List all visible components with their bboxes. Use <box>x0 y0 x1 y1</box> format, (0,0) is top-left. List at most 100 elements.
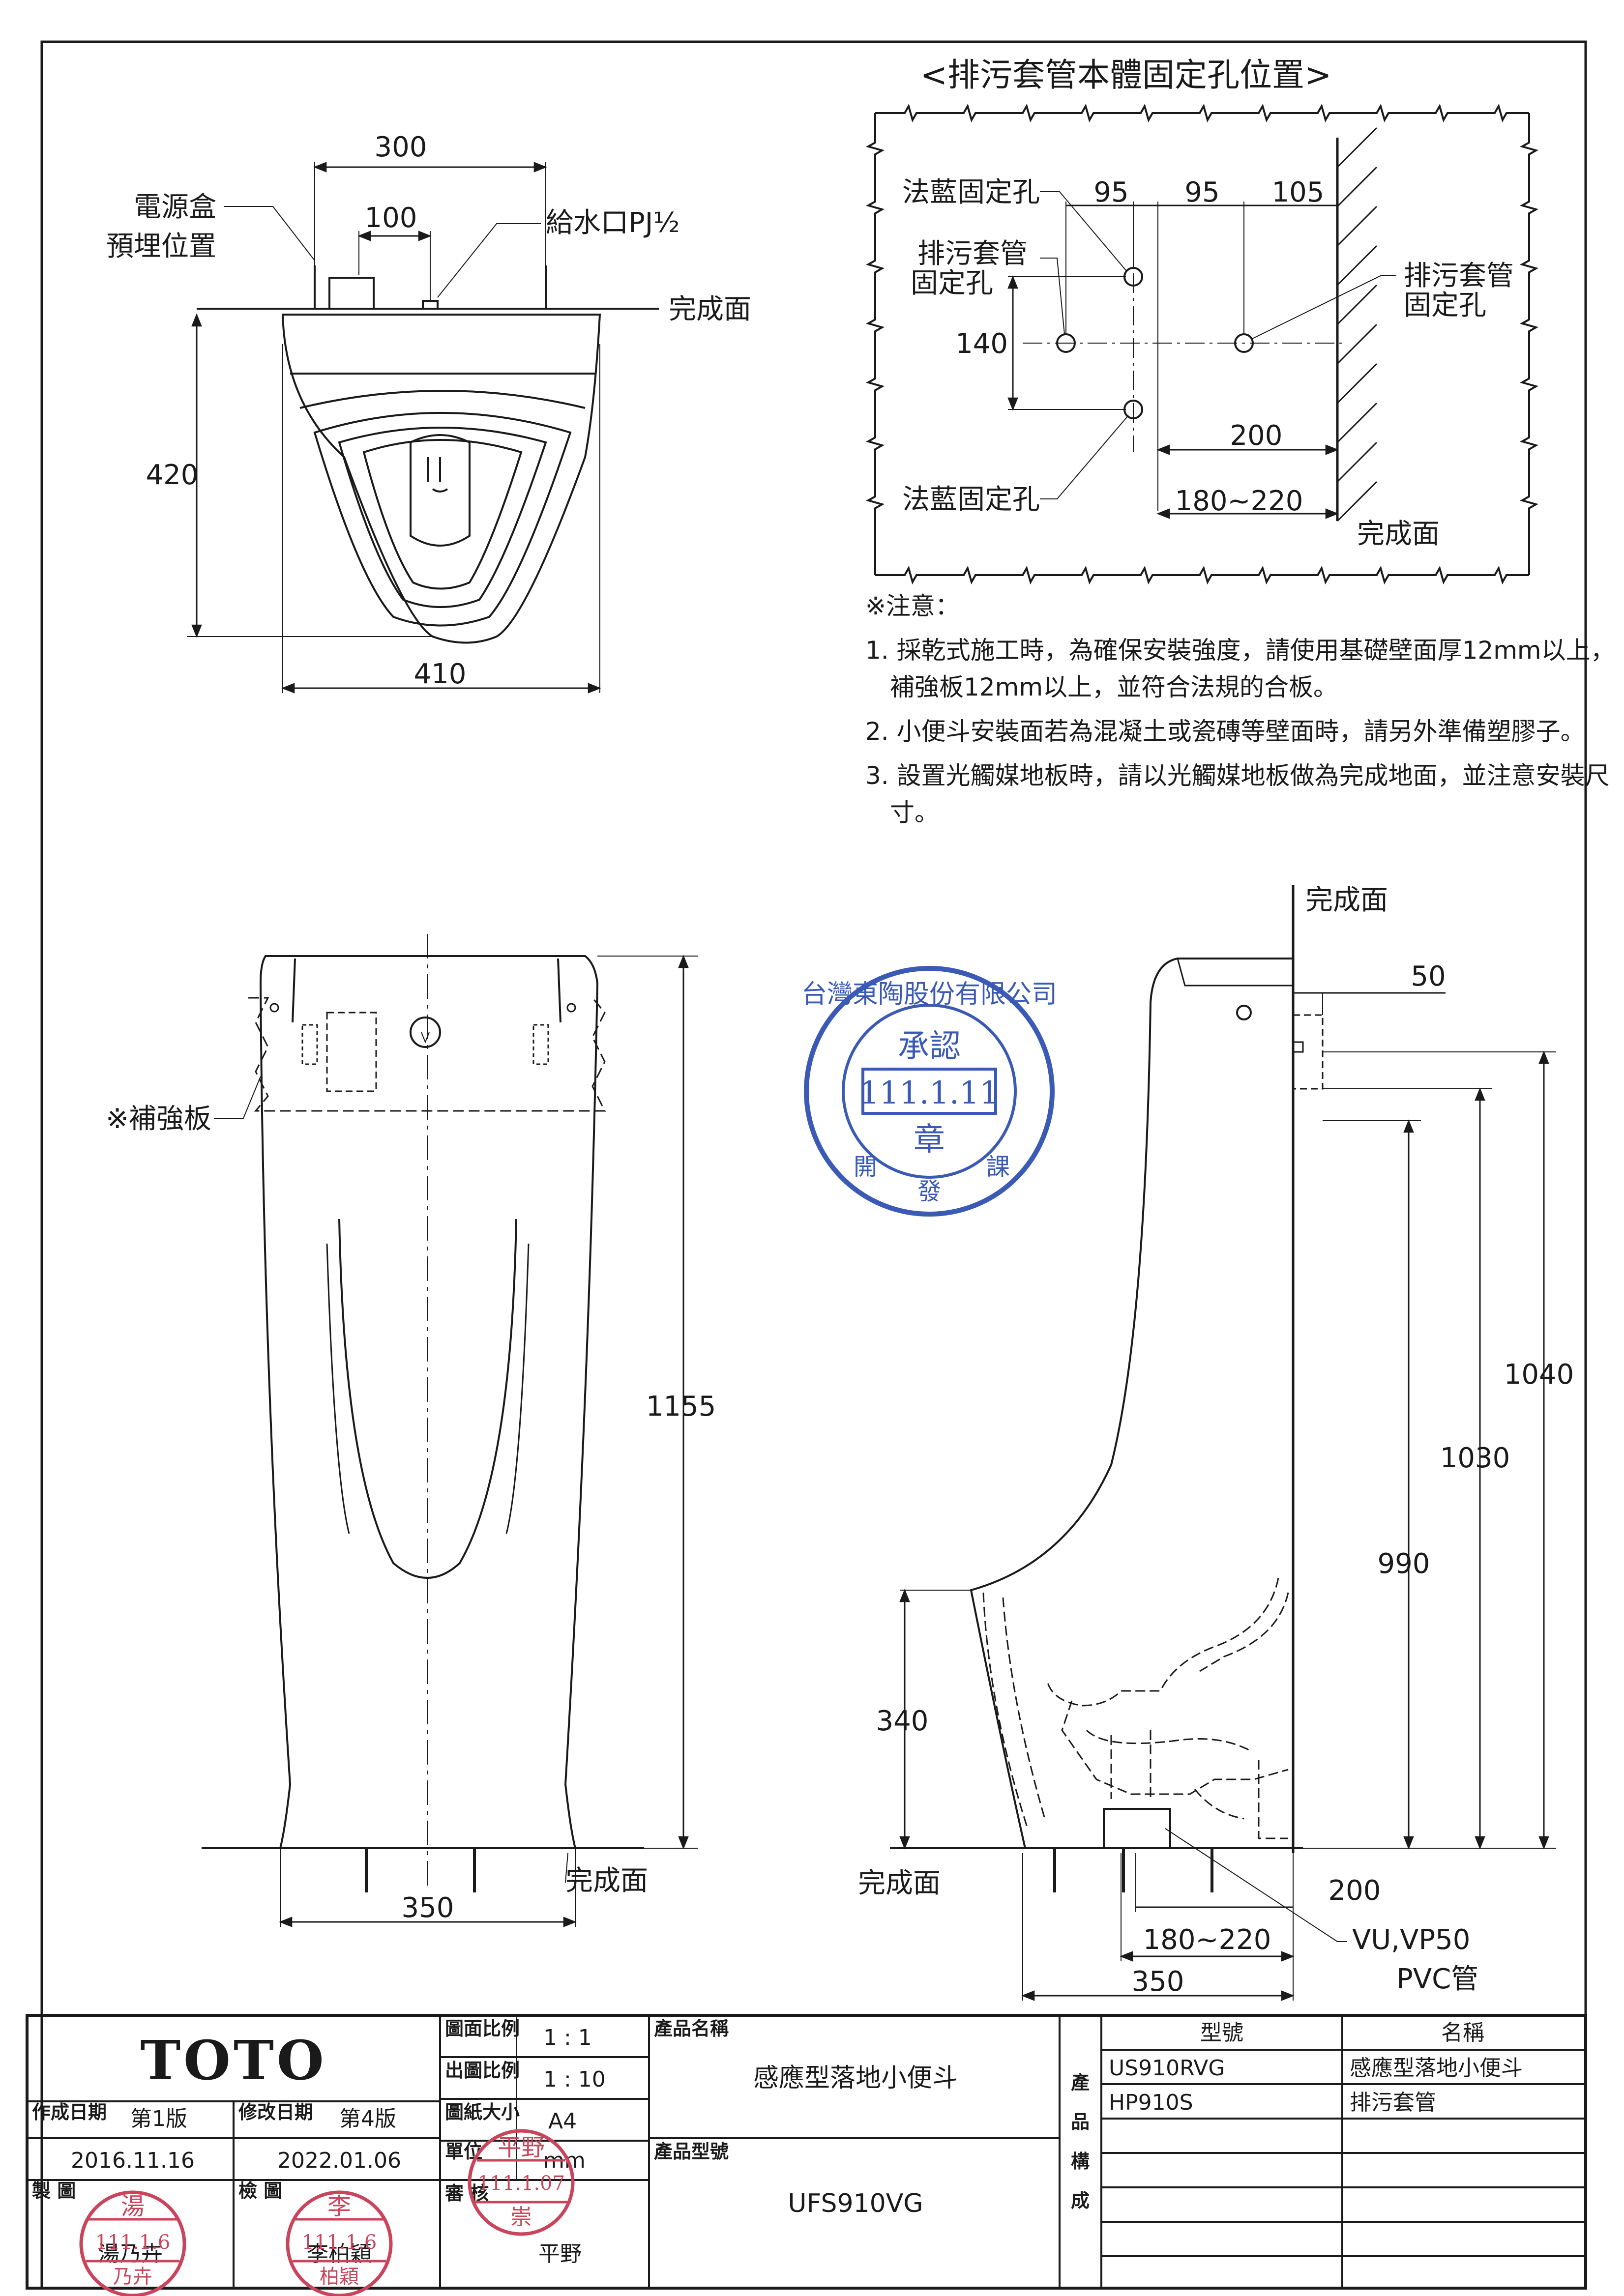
col-name-header: 名稱 <box>1441 2020 1484 2045</box>
checked-seal-bottom: 柏穎 <box>320 2266 359 2288</box>
stamp-ring-text: 台灣東陶股份有限公司 <box>801 980 1057 1009</box>
created-version: 第1版 <box>130 2106 187 2131</box>
note-3a: 3. 設置光觸媒地板時，請以光觸媒地板做為完成地面，並注意安裝尺 <box>865 761 1610 790</box>
composition-char-4: 成 <box>1071 2190 1090 2211</box>
scale-label: 圖面比例 <box>445 2018 520 2039</box>
stamp-center-top: 承認 <box>898 1028 961 1065</box>
detail-dim-95a: 95 <box>1093 176 1128 208</box>
title-block <box>26 2014 1587 2290</box>
stamp-left: 開 <box>854 1153 877 1181</box>
side-dim-990: 990 <box>1378 1548 1430 1580</box>
note-3b: 寸。 <box>890 798 939 827</box>
top-dim-300: 300 <box>375 131 427 163</box>
top-finish-surface: 完成面 <box>669 293 751 325</box>
pipe-label-2: PVC管 <box>1396 1963 1478 1995</box>
top-view <box>187 162 659 694</box>
side-dim-200: 200 <box>1329 1875 1381 1907</box>
detail-dim-140: 140 <box>955 328 1008 360</box>
toto-logo: TOTO <box>140 2029 326 2092</box>
paper-label: 圖紙大小 <box>445 2101 520 2123</box>
review-seal: 平野 111.1.07 崇 <box>468 2129 575 2236</box>
approval-stamp: 台灣東陶股份有限公司 承認 111.1.11 章 開 發 課 <box>801 966 1057 1217</box>
product-model: UFS910VG <box>788 2189 923 2218</box>
stamp-bottom: 發 <box>917 1178 941 1205</box>
product-name-label: 產品名稱 <box>654 2018 729 2039</box>
composition-char-3: 構 <box>1071 2151 1090 2172</box>
review-seal-bottom: 崇 <box>510 2205 532 2230</box>
water-inlet-label: 給水口PJ½ <box>546 207 680 239</box>
notes-heading: ※注意： <box>865 592 960 620</box>
drawn-seal-bottom: 乃卉 <box>113 2266 152 2288</box>
side-dim-1030: 1030 <box>1440 1442 1510 1474</box>
checked-seal-name: 李 <box>327 2193 351 2220</box>
detail-dim-95b: 95 <box>1184 176 1219 208</box>
front-finish-surface: 完成面 <box>565 1865 648 1897</box>
flange-hole-top-label: 法藍固定孔 <box>902 176 1040 208</box>
print-scale-value: 1 : 10 <box>543 2067 606 2092</box>
detail-dim-180-220: 180~220 <box>1175 485 1303 517</box>
drawn-seal: 湯 111.1.6 乃卉 <box>79 2190 186 2296</box>
review-value: 平野 <box>538 2241 582 2267</box>
top-dim-420: 420 <box>146 459 199 491</box>
top-dim-100: 100 <box>365 202 417 234</box>
drain-hole-left-label: 排污套管 <box>917 238 1028 270</box>
drain-hole-right-label: 排污套管 <box>1404 260 1514 292</box>
note-1a: 1. 採乾式施工時，為確保安裝強度，請使用基礎壁面厚12mm以上， <box>865 636 1615 665</box>
stamp-center-bottom: 章 <box>914 1122 945 1158</box>
front-view <box>202 934 698 1927</box>
drawn-seal-date: 111.1.6 <box>95 2231 171 2254</box>
side-dim-350: 350 <box>1132 1966 1184 1998</box>
pipe-label-1: VU,VP50 <box>1352 1924 1470 1956</box>
checked-seal-date: 111.1.6 <box>302 2231 377 2254</box>
product-name: 感應型落地小便斗 <box>753 2063 958 2093</box>
stamp-right: 課 <box>986 1153 1010 1181</box>
flange-hole-bottom-label: 法藍固定孔 <box>902 484 1040 516</box>
paper-value: A4 <box>548 2109 577 2134</box>
drawn-label: 製 圖 <box>32 2180 76 2202</box>
note-1b: 補強板12mm以上，並符合法規的合板。 <box>890 673 1338 701</box>
power-box-label-2: 預埋位置 <box>106 231 216 262</box>
drain-hole-right-label-2: 固定孔 <box>1404 290 1486 321</box>
drain-hole-left-label-2: 固定孔 <box>911 267 993 299</box>
side-finish-surface-top: 完成面 <box>1305 884 1388 916</box>
side-view <box>890 885 1556 2001</box>
detail-dim-105: 105 <box>1272 176 1325 208</box>
front-dim-1155: 1155 <box>646 1391 716 1423</box>
revised-date: 2022.01.06 <box>277 2148 401 2173</box>
note-2: 2. 小便斗安裝面若為混凝土或瓷磚等壁面時，請另外準備塑膠子。 <box>865 717 1585 746</box>
product-model-label: 產品型號 <box>654 2141 729 2162</box>
front-dim-350: 350 <box>402 1892 454 1924</box>
col-model-header: 型號 <box>1200 2020 1243 2045</box>
review-seal-top: 平野 <box>498 2134 545 2161</box>
print-scale-label: 出圖比例 <box>445 2060 520 2081</box>
checked-seal: 李 111.1.6 柏穎 <box>286 2190 393 2296</box>
top-dim-410: 410 <box>414 658 467 690</box>
detail-view <box>865 103 1539 585</box>
detail-finish-surface: 完成面 <box>1357 518 1440 550</box>
composition-char-1: 產 <box>1071 2072 1090 2093</box>
drawn-seal-name: 湯 <box>121 2193 145 2220</box>
composition-char-2: 品 <box>1071 2111 1090 2133</box>
review-seal-date: 111.1.07 <box>477 2172 565 2195</box>
created-label: 作成日期 <box>32 2101 107 2123</box>
side-dim-50: 50 <box>1411 960 1446 992</box>
detail-title: <排污套管本體固定孔位置> <box>920 56 1332 94</box>
reinforcement-label: ※補強板 <box>106 1103 211 1135</box>
review-label: 審 核 <box>444 2182 489 2204</box>
checked-label: 檢 圖 <box>238 2180 282 2202</box>
side-dim-1040: 1040 <box>1504 1359 1574 1391</box>
stamp-date: 111.1.11 <box>859 1075 1000 1111</box>
scale-value: 1 : 1 <box>543 2025 592 2050</box>
power-box-label: 電源盒 <box>134 191 216 223</box>
row-2-name: 排污套管 <box>1350 2090 1436 2115</box>
row-1-model: US910RVG <box>1109 2056 1225 2081</box>
revised-version: 第4版 <box>339 2106 396 2131</box>
side-dim-340: 340 <box>876 1705 929 1737</box>
side-finish-surface-bottom: 完成面 <box>858 1867 941 1899</box>
row-1-name: 感應型落地小便斗 <box>1350 2056 1523 2081</box>
detail-dim-200: 200 <box>1230 420 1283 452</box>
revised-label: 修改日期 <box>238 2101 313 2123</box>
row-2-model: HP910S <box>1109 2090 1193 2115</box>
side-dim-180-220: 180~220 <box>1143 1924 1271 1956</box>
